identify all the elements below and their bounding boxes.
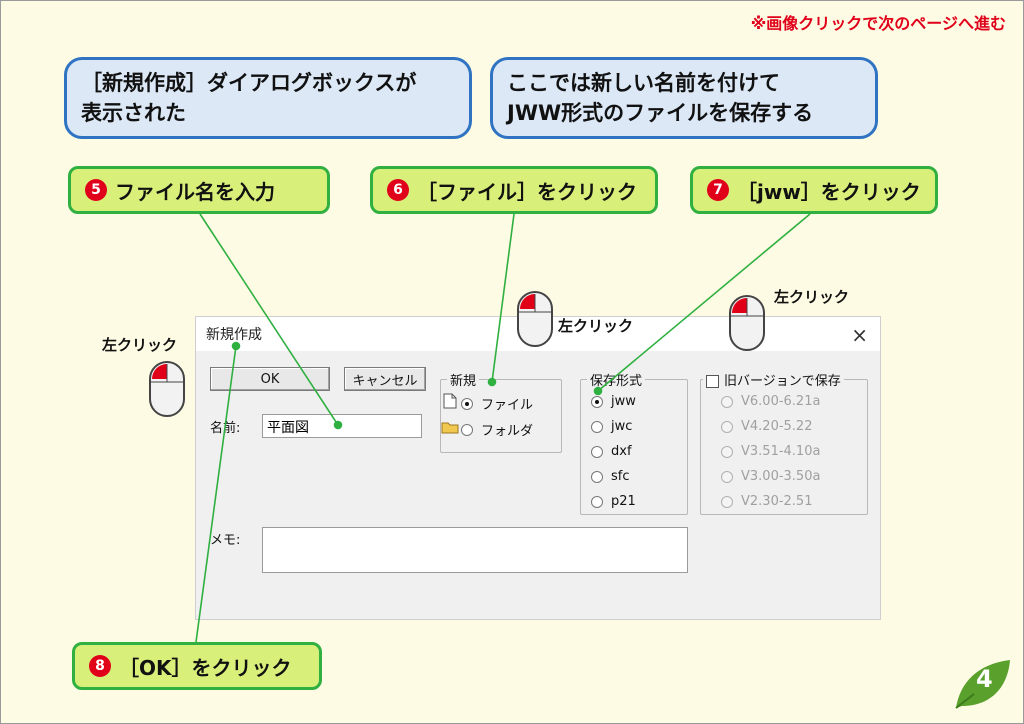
step-text: ［OK］をクリック [119,655,292,680]
radio-button[interactable] [461,397,473,410]
click-label-ok: 左クリック [102,336,178,354]
nav-note[interactable]: ※画像クリックで次のページへ進む [750,14,1006,33]
radio-button [721,395,733,408]
radio-label: V3.00-3.50a [741,469,821,484]
checkbox-label: 旧バージョンで保存 [724,374,841,389]
click-label-jww: 左クリック [774,288,850,306]
step-text: ［jww］をクリック [737,179,921,204]
radio-file[interactable]: ファイル [443,393,534,413]
radio-label: ファイル [481,398,534,413]
radio-folder[interactable]: フォルダ [441,420,534,439]
new-file-dialog: 新規作成 × OK キャンセル 名前: 平面図 メモ: 新規 ファイル フォルダ… [195,316,881,620]
radio-label: V3.51-4.10a [741,444,821,459]
file-icon [443,393,457,413]
radio-label: jww [611,394,636,409]
step-text: ファイル名を入力 [115,179,275,204]
radio-v600: V6.00-6.21a [721,394,820,409]
radio-v420: V4.20-5.22 [721,419,812,434]
step-8-click-ok: 8 ［OK］をクリック [72,642,322,690]
radio-label: V6.00-6.21a [741,394,821,409]
step-7-click-jww: 7 ［jww］をクリック [690,166,938,214]
page-number-leaf-icon: 4 [952,656,1014,716]
radio-button [721,420,733,433]
radio-v300: V3.00-3.50a [721,469,820,484]
dialog-title: 新規作成 [206,327,262,343]
radio-label: sfc [611,469,630,484]
radio-sfc[interactable]: sfc [591,469,630,484]
save-format-group: 保存形式 jww jwc dxf sfc p21 [580,370,688,515]
checkbox[interactable] [706,375,719,388]
info-box-dialog-shown: ［新規作成］ダイアログボックスが 表示された [64,57,472,139]
radio-label: フォルダ [481,424,534,439]
new-group-title: 新規 [447,370,480,389]
step-text: ［ファイル］をクリック [417,179,637,204]
info-line: 表示された [81,101,186,126]
step-6-click-file: 6 ［ファイル］をクリック [370,166,658,214]
radio-label: jwc [611,419,633,434]
step-number: 6 [387,179,409,201]
memo-label: メモ: [210,533,241,548]
mouse-left-click-icon [728,294,766,356]
radio-label: V4.20-5.22 [741,419,813,434]
radio-button [721,495,733,508]
old-version-group: 旧バージョンで保存 V6.00-6.21a V4.20-5.22 V3.51-4… [700,370,868,515]
step-number: 5 [85,179,107,201]
radio-label: p21 [611,494,636,509]
folder-icon [441,420,459,438]
radio-dxf[interactable]: dxf [591,444,632,459]
cancel-button[interactable]: キャンセル [344,367,426,391]
radio-v230: V2.30-2.51 [721,494,812,509]
name-label: 名前: [210,421,241,436]
radio-button [721,470,733,483]
step-number: 8 [89,655,111,677]
radio-p21[interactable]: p21 [591,494,636,509]
radio-button[interactable] [591,445,603,458]
radio-label: V2.30-2.51 [741,494,813,509]
mouse-left-click-icon [516,290,554,352]
radio-button[interactable] [591,420,603,433]
radio-jwc[interactable]: jwc [591,419,632,434]
radio-v351: V3.51-4.10a [721,444,820,459]
info-line: JWW形式のファイルを保存する [507,101,814,126]
memo-field[interactable] [262,527,688,573]
info-line: ここでは新しい名前を付けて [507,71,780,95]
info-line: ［新規作成］ダイアログボックスが [81,71,417,95]
new-type-group: 新規 ファイル フォルダ [440,370,562,453]
info-box-save-jww: ここでは新しい名前を付けて JWW形式のファイルを保存する [490,57,878,139]
format-group-title: 保存形式 [587,370,646,389]
radio-button[interactable] [461,423,473,436]
radio-button[interactable] [591,495,603,508]
step-number: 7 [707,179,729,201]
radio-button [721,445,733,458]
mouse-left-click-icon [148,360,186,422]
close-icon[interactable]: × [851,323,868,347]
step-5-enter-filename: 5 ファイル名を入力 [68,166,330,214]
radio-button[interactable] [591,395,603,408]
radio-label: dxf [611,444,632,459]
ok-button[interactable]: OK [210,367,330,391]
page-number: 4 [976,665,993,693]
name-field[interactable]: 平面図 [262,414,422,438]
click-label-file: 左クリック [558,317,634,335]
old-version-checkbox[interactable]: 旧バージョンで保存 [703,370,844,389]
radio-jww[interactable]: jww [591,394,636,409]
radio-button[interactable] [591,470,603,483]
